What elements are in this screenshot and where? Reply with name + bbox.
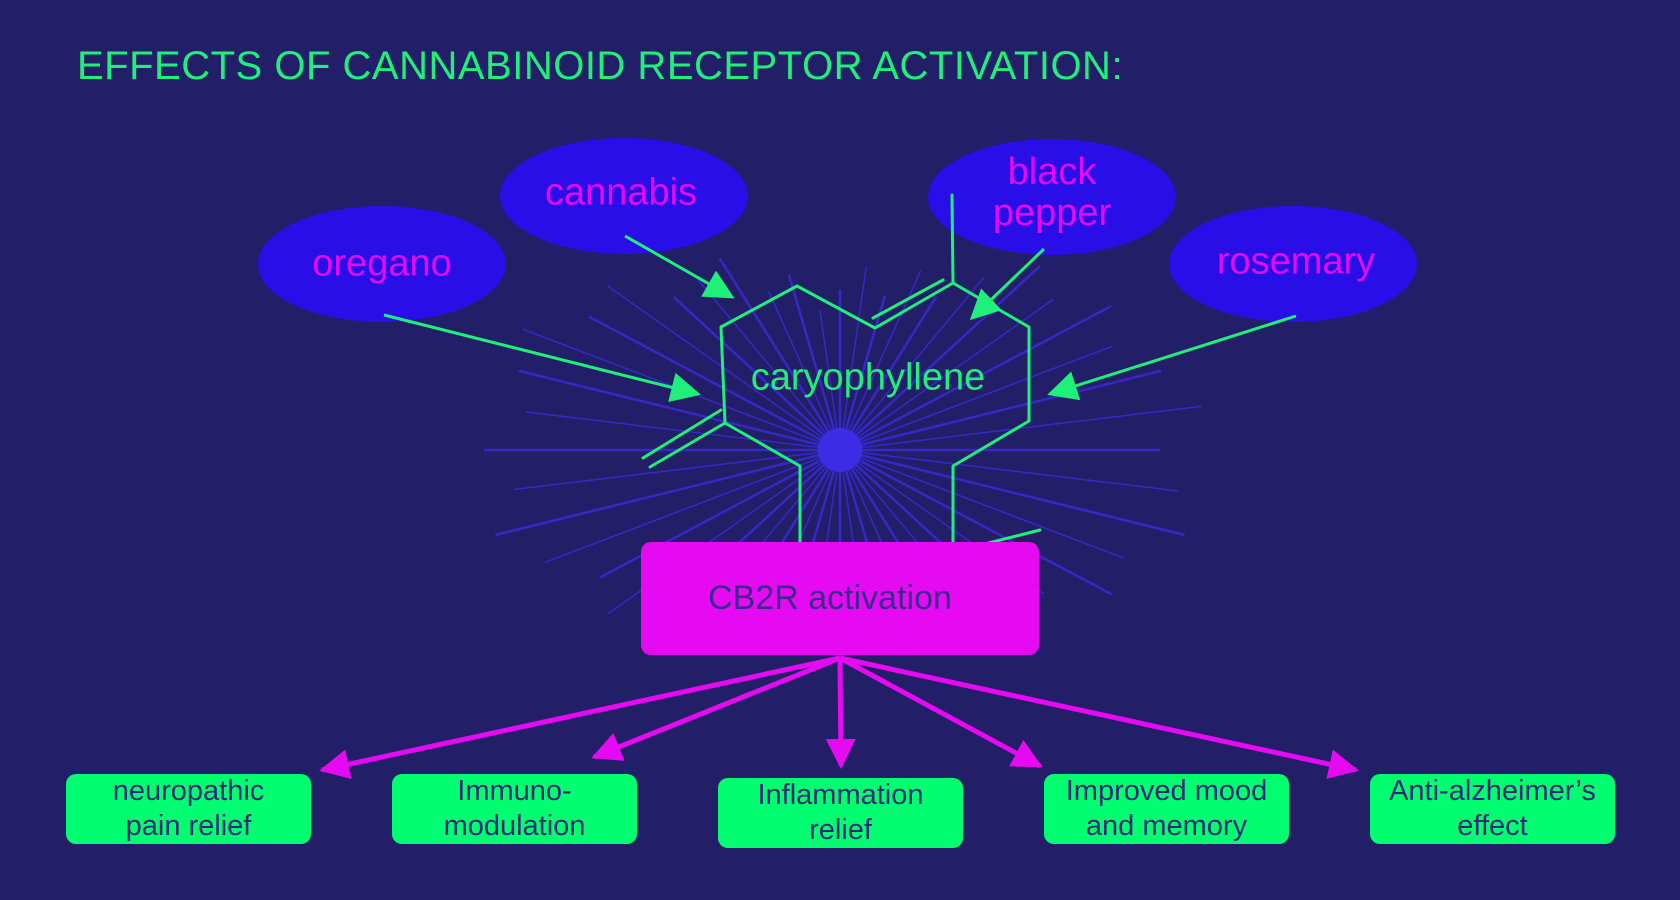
starburst-ray (839, 304, 1113, 452)
effect-label: Immuno- modulation (443, 775, 586, 842)
molecule-methylene (950, 193, 955, 285)
effect-label: Improved mood and memory (1065, 775, 1268, 842)
hub-cb2r-activation: CB2R activation (641, 542, 1039, 655)
source-label-oregano: oregano (312, 242, 452, 285)
starburst-ray (839, 264, 1041, 451)
starburst-ray (767, 290, 841, 451)
arrow-rosemary (1047, 314, 1297, 401)
molecule-ring (719, 281, 1031, 554)
starburst-ray (819, 310, 841, 451)
starburst-ray (839, 448, 1185, 537)
arrow-oregano (383, 313, 701, 402)
starburst-ray (495, 448, 841, 537)
arrow-to-inflammation (825, 657, 856, 769)
hub-label: CB2R activation (708, 579, 952, 617)
starburst-ray (518, 369, 841, 452)
source-label-rosemary: rosemary (1216, 240, 1376, 283)
molecule-label: caryophyllene (750, 356, 986, 399)
molecule-bond-left-1 (641, 408, 723, 460)
effect-label: neuropathic pain relief (112, 775, 265, 842)
starburst-ray (839, 298, 1054, 451)
starburst-ray (839, 405, 1203, 451)
arrow-to-neuropathic (319, 655, 841, 779)
arrow-black-pepper (969, 247, 1046, 321)
arrow-to-anti-alzheimers (839, 655, 1359, 779)
starburst-ray (525, 411, 841, 451)
source-label-cannabis: cannabis (544, 171, 698, 214)
starburst-ray (672, 296, 841, 451)
effect-box-neuropathic-pain-relief: neuropathic pain relief (66, 774, 311, 844)
starburst-ray (839, 448, 1113, 596)
starburst-ray (544, 449, 841, 564)
effect-box-anti-alzheimers: Anti-alzheimer’s effect (1370, 774, 1615, 844)
starburst-ray (787, 274, 842, 451)
ellipse-oregano (258, 206, 506, 322)
effect-box-immunomodulation: Immuno- modulation (392, 774, 637, 844)
starburst-ray (839, 449, 1179, 492)
effect-box-inflammation-relief: Inflammation relief (718, 778, 963, 848)
source-label-black-pepper: black pepper (992, 150, 1112, 234)
effect-box-improved-mood-memory: Improved mood and memory (1044, 774, 1289, 844)
starburst-ray (839, 345, 1113, 451)
starburst-ray (839, 276, 985, 451)
starburst-center (818, 428, 862, 472)
starburst-ray (839, 449, 1124, 559)
molecule-bond-left-2 (648, 421, 727, 469)
effect-arrows (319, 655, 1359, 779)
arrow-to-mood-memory (838, 655, 1043, 769)
starburst-rays (484, 257, 1203, 641)
ellipse-cannabis (500, 138, 748, 254)
starburst-ray (695, 276, 841, 451)
ellipse-rosemary (1169, 206, 1417, 322)
source-arrows (383, 234, 1297, 402)
effect-label: Inflammation relief (757, 779, 924, 846)
starburst-ray (838, 295, 938, 451)
arrow-to-immunomodulation (591, 655, 841, 761)
effect-label: Anti-alzheimer’s effect (1389, 775, 1596, 842)
starburst-ray (513, 449, 841, 491)
starburst-ray (718, 257, 842, 451)
molecule-double-bond (871, 278, 945, 320)
ellipse-black-pepper (928, 139, 1176, 255)
starburst-ray (588, 315, 841, 452)
arrow-cannabis (624, 234, 735, 299)
starburst-ray (838, 295, 887, 451)
page-title: EFFECTS OF CANNABINOID RECEPTOR ACTIVATI… (77, 44, 1124, 88)
starburst-ray (839, 266, 867, 451)
starburst-ray (839, 369, 1162, 452)
